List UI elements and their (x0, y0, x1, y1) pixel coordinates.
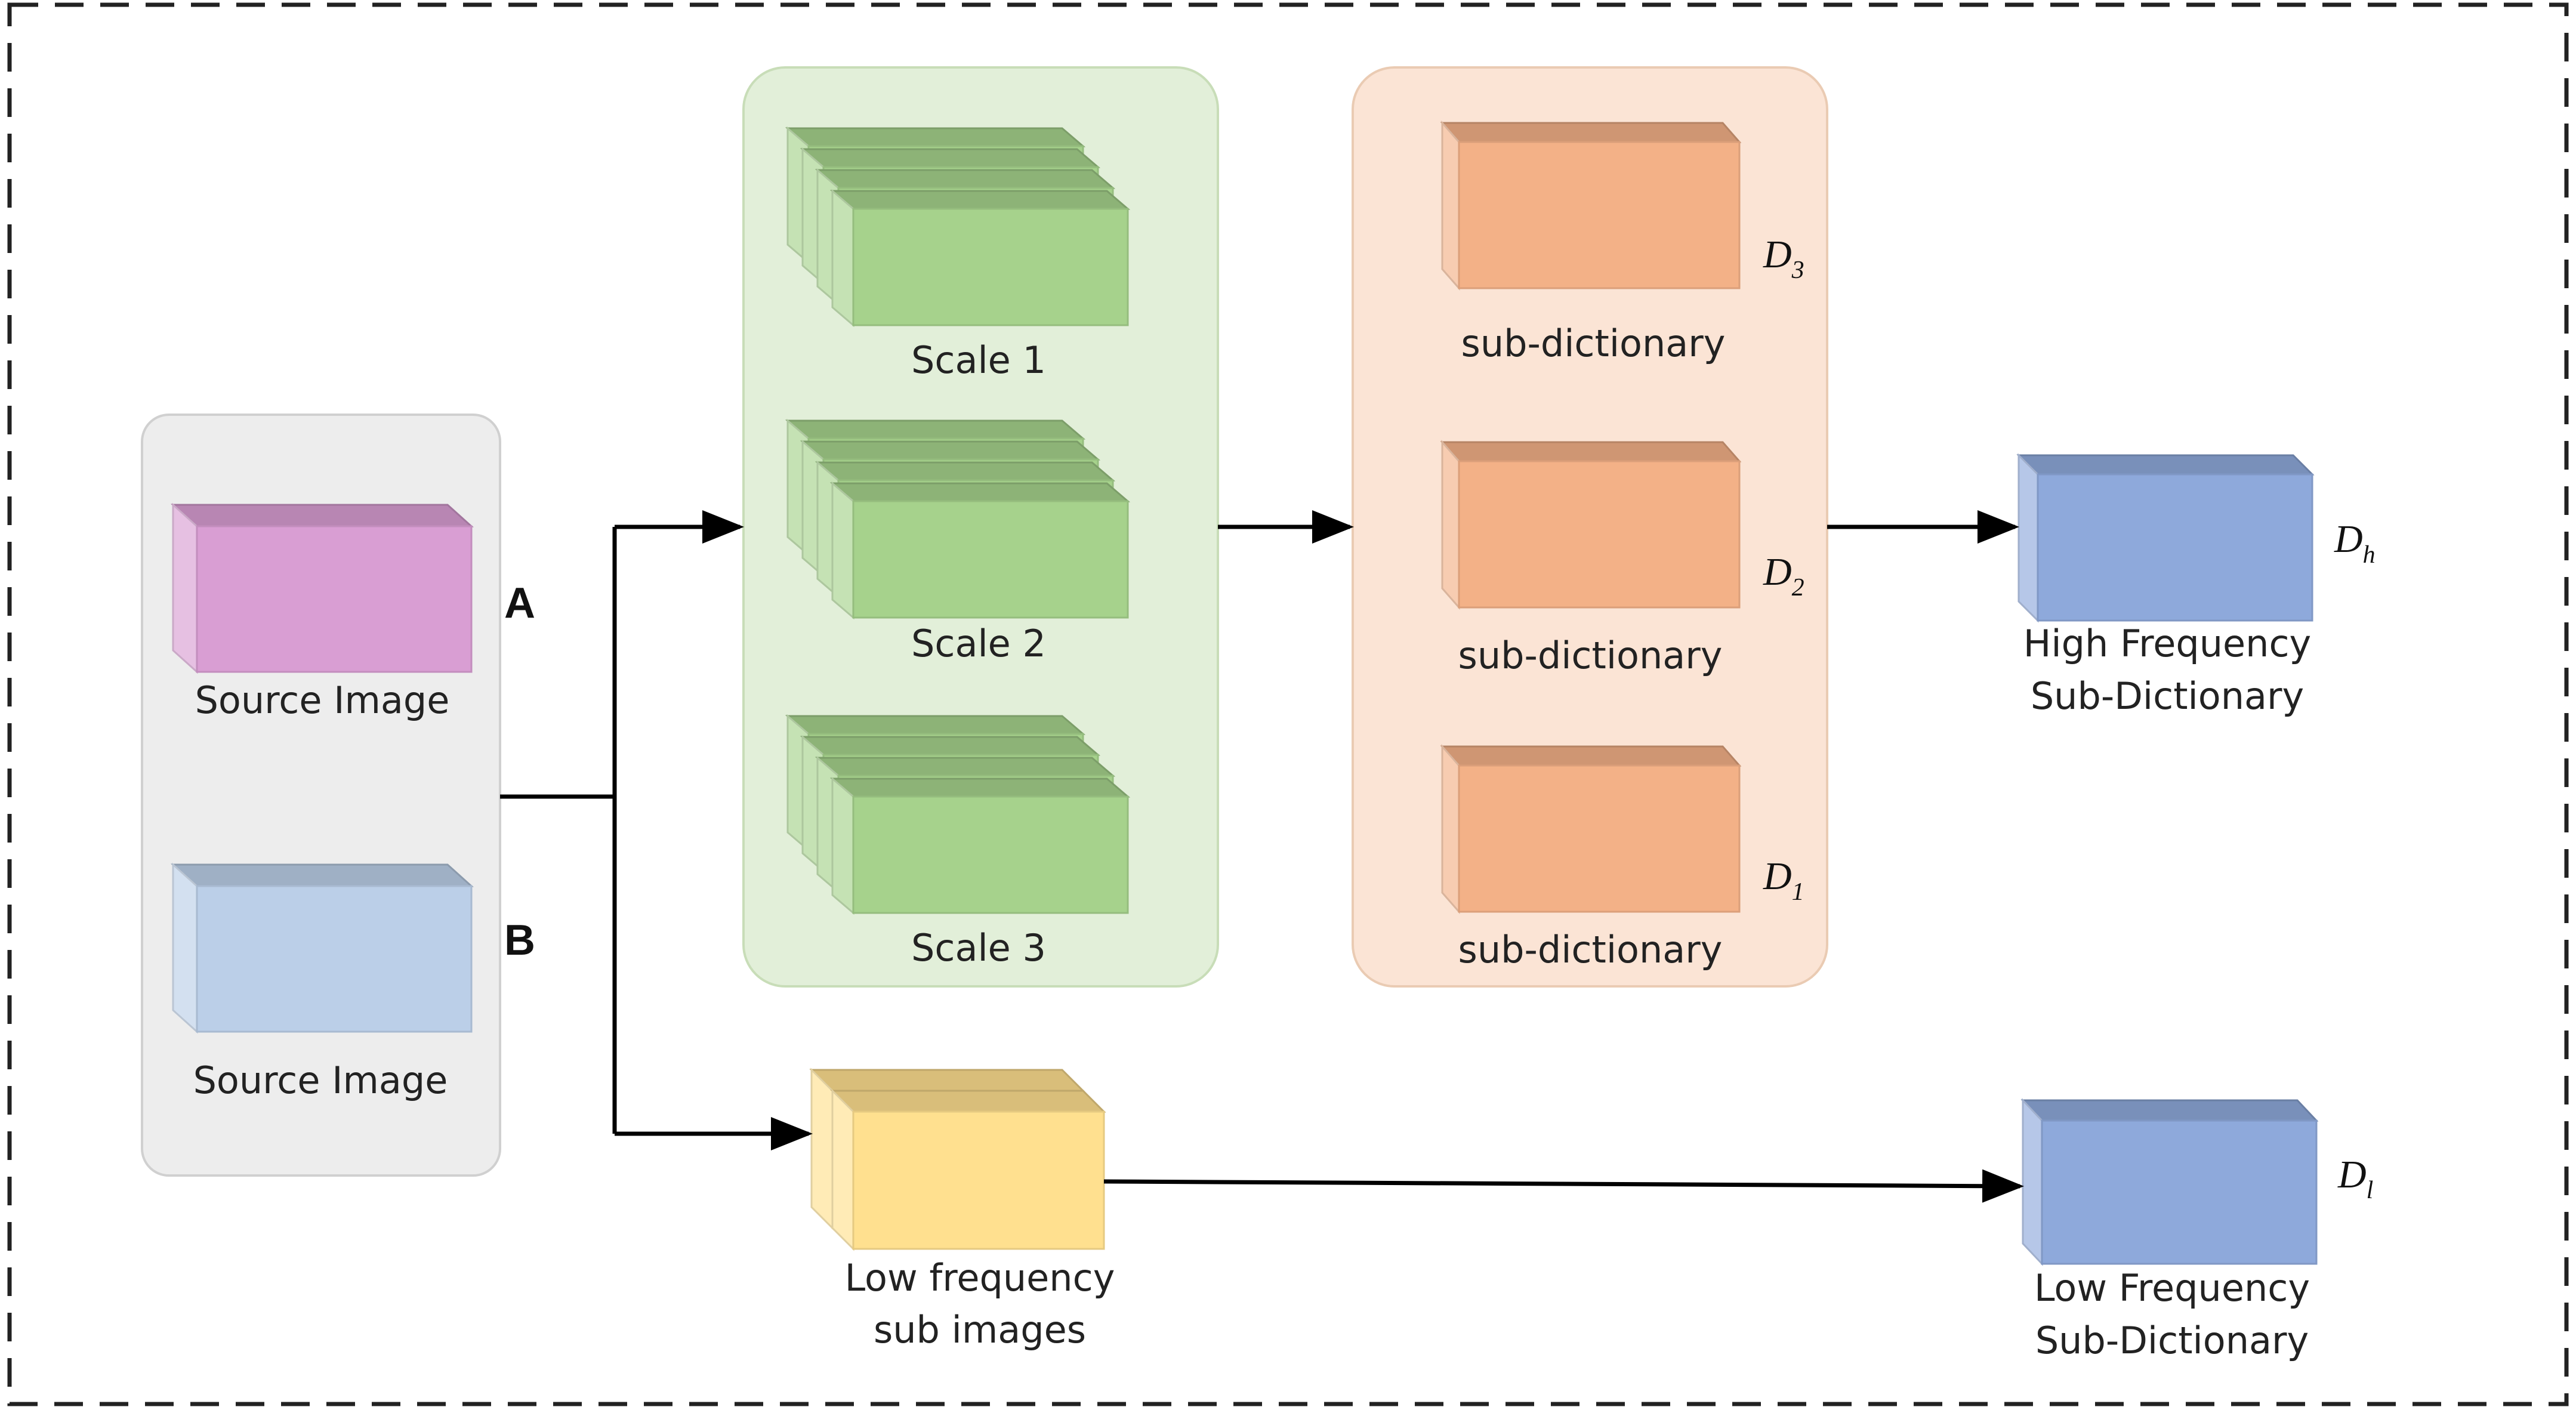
sub-dictionary-3-box (1440, 121, 1742, 291)
scale-2-stack-layer-4 (829, 481, 1131, 620)
high-freq-dictionary-box-front (2037, 473, 2313, 622)
source-image-a-box-top (171, 504, 474, 527)
dashed-frame (7, 2, 2569, 1406)
connectors (500, 510, 2024, 1203)
high-freq-dictionary-label-line1: High Frequency (2023, 622, 2312, 665)
low-freq-dictionary-label-line2: Sub-Dictionary (2035, 1319, 2309, 1362)
source-image-a-box-front (196, 525, 473, 673)
source-image-b-box-side (172, 862, 198, 1034)
scale-3-stack-layer-1-top (785, 715, 1086, 735)
scale-1-stack-layer-3-top (815, 169, 1116, 189)
arrow-to-low-freq-dictionary (1103, 1169, 2024, 1203)
sub-dictionary-3-label: sub-dictionary (1461, 322, 1726, 365)
d2-symbol: D2 (1763, 550, 1804, 601)
low-freq-dictionary-box (2020, 1098, 2319, 1266)
low-freq-images-layer-2-side (831, 1088, 854, 1251)
sub-dictionary-3-box-top (1440, 122, 1742, 143)
low-freq-images-layer-2 (830, 1088, 1106, 1251)
sub-dictionary-2-box-side (1441, 440, 1460, 610)
high-freq-dictionary-box-side (2017, 453, 2039, 623)
scale-3-stack-layer-4 (829, 776, 1131, 915)
sub-dictionary-1-box (1440, 744, 1742, 914)
sub-dictionary-2-box-top (1440, 441, 1742, 462)
scale-1-stack-layer-4-front (852, 208, 1129, 326)
sub-dictionary-1-box-side (1441, 744, 1460, 914)
sub-dictionary-1-box-top (1440, 745, 1742, 767)
scale-3-stack-layer-4-top (829, 777, 1131, 798)
scale-1-stack-layer-1-top (785, 127, 1086, 147)
low-freq-images-layer-2-top (830, 1090, 1106, 1113)
high-freq-dictionary-box (2016, 453, 2315, 623)
low-freq-images-layer-1-side (810, 1067, 834, 1230)
source-image-b-box-top (171, 863, 474, 887)
scale-1-stack-layer-4 (829, 189, 1131, 328)
scale-2-stack-layer-1-top (785, 419, 1086, 440)
dh-symbol: Dh (2334, 517, 2376, 569)
scale-2-stack-layer-2-top (800, 440, 1101, 461)
low-freq-images-label-line1: Low frequency (845, 1256, 1115, 1300)
scale-3-label: Scale 3 (911, 926, 1046, 970)
sub-dictionary-2-box (1440, 440, 1742, 610)
source-b-label: Source Image (193, 1059, 448, 1102)
scale-1-stack-layer-4-top (829, 190, 1131, 210)
sub-dictionary-3-box-side (1441, 121, 1460, 291)
scale-2-label: Scale 2 (911, 622, 1046, 665)
scale-3-stack-layer-4-side (831, 776, 854, 915)
source-image-a-box (171, 502, 474, 674)
sub-dictionary-2-box-front (1458, 460, 1741, 609)
low-freq-images-layer-1-top (809, 1069, 1085, 1092)
sub-dictionary-3-box-front (1458, 141, 1741, 289)
dl-symbol: Dl (2337, 1153, 2373, 1204)
scale-2-stack-layer-4-top (829, 482, 1131, 502)
low-freq-dictionary-box-front (2041, 1119, 2318, 1265)
scale-2-stack-layer-3-top (815, 461, 1116, 482)
box-layer (171, 121, 2319, 1266)
sub-dictionary-1-box-front (1458, 764, 1741, 913)
low-freq-images-layer-2-front (852, 1110, 1105, 1250)
scale-1-stack-layer-4-side (831, 189, 854, 328)
low-freq-dictionary-box-top (2020, 1099, 2319, 1122)
scale-3-stack-layer-3-top (815, 757, 1116, 777)
d1-symbol: D1 (1763, 854, 1804, 906)
source-image-b-box (171, 862, 474, 1034)
source-a-label: Source Image (195, 678, 450, 722)
scale-3-stack-layer-4-front (852, 795, 1129, 914)
high-freq-dictionary-label-line2: Sub-Dictionary (2031, 674, 2304, 718)
scale-2-stack-layer-4-side (831, 481, 854, 620)
low-freq-images-label-line2: sub images (874, 1308, 1086, 1352)
low-freq-dictionary-label-line1: Low Frequency (2034, 1266, 2310, 1310)
sub-dictionary-2-label: sub-dictionary (1458, 634, 1723, 677)
scale-3-stack-layer-2-top (800, 736, 1101, 756)
source-a-tag: A (504, 579, 535, 627)
scale-2-stack-layer-4-front (852, 500, 1129, 619)
scale-1-stack-layer-2-top (800, 148, 1101, 168)
d3-symbol: D3 (1763, 233, 1804, 284)
source-image-b-box-front (196, 885, 473, 1033)
sub-dictionary-1-label: sub-dictionary (1458, 928, 1723, 971)
high-freq-dictionary-box-top (2016, 454, 2315, 476)
low-freq-dictionary-box-side (2022, 1098, 2043, 1266)
scale-1-label: Scale 1 (911, 338, 1046, 382)
source-b-tag: B (504, 917, 535, 964)
source-image-a-box-side (172, 502, 198, 674)
